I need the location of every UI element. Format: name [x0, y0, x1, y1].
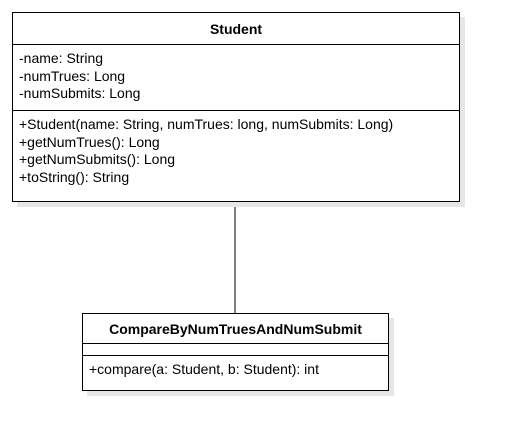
- comparator-class-name: CompareByNumTruesAndNumSubmit: [83, 314, 388, 344]
- student-attribute-numsubmits: -numSubmits: Long: [19, 85, 141, 101]
- student-class[interactable]: Student -name: String -numTrues: Long -n…: [12, 12, 460, 202]
- student-operation-tostring: +toString(): String: [19, 168, 130, 185]
- student-operation-getnumsubmits: +getNumSubmits(): Long: [19, 151, 176, 167]
- comparator-attributes-compartment: [83, 344, 388, 355]
- student-attribute-name: -name: String: [19, 50, 104, 66]
- comparator-class[interactable]: CompareByNumTruesAndNumSubmit +compare(a…: [82, 313, 389, 391]
- student-attributes-compartment: -name: String -numTrues: Long -numSubmit…: [13, 45, 459, 110]
- student-operations-compartment: +Student(name: String, numTrues: long, n…: [13, 110, 459, 186]
- student-class-name: Student: [13, 13, 459, 45]
- student-operation-constructor: +Student(name: String, numTrues: long, n…: [19, 116, 394, 132]
- student-operation-getnumtrues: +getNumTrues(): Long: [19, 133, 160, 150]
- student-attribute-numtrues: -numTrues: Long: [19, 67, 126, 84]
- comparator-operation-compare: +compare(a: Student, b: Student): int: [89, 361, 319, 377]
- comparator-operations-compartment: +compare(a: Student, b: Student): int: [83, 355, 388, 379]
